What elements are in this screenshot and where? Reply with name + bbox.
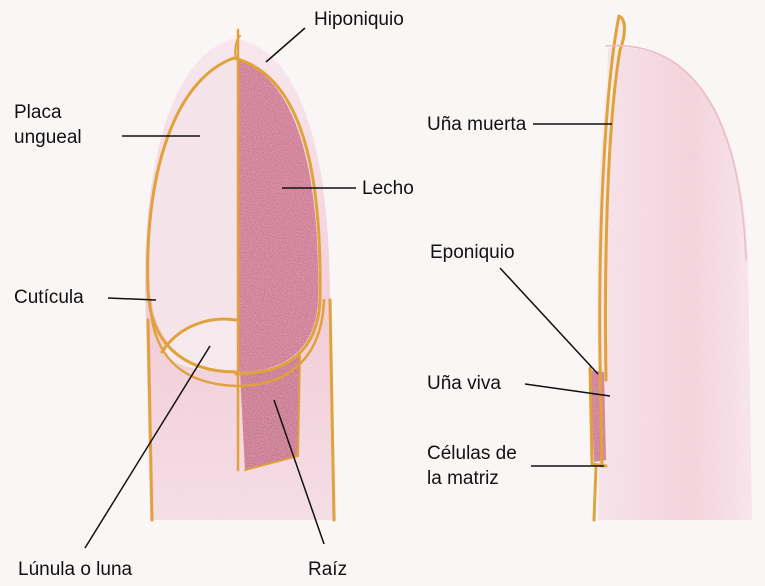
label-placa-ungueal-line1: Placa — [14, 100, 82, 125]
label-una-muerta: Uña muerta — [427, 113, 526, 136]
finger-front-view — [145, 38, 336, 520]
leader-hiponiquio — [266, 28, 305, 62]
label-lunula: Lúnula o luna — [18, 558, 132, 581]
finger-side-skin — [598, 47, 752, 520]
nail-bed-right-half — [238, 60, 318, 372]
label-lecho: Lecho — [362, 177, 414, 200]
label-hiponiquio: Hiponiquio — [314, 8, 404, 31]
label-una-viva: Uña viva — [427, 372, 501, 395]
label-celulas-line1: Células de — [427, 441, 517, 466]
label-cuticula: Cutícula — [14, 286, 84, 309]
label-placa-ungueal: Placa ungueal — [14, 100, 82, 150]
label-celulas-line2: la matriz — [427, 466, 517, 491]
label-raiz: Raíz — [308, 558, 347, 581]
label-celulas-de-la-matriz: Células de la matriz — [427, 441, 517, 491]
leader-eponiquio — [500, 268, 598, 374]
label-placa-ungueal-line2: ungueal — [14, 125, 82, 150]
label-eponiquio: Eponiquio — [430, 241, 515, 264]
